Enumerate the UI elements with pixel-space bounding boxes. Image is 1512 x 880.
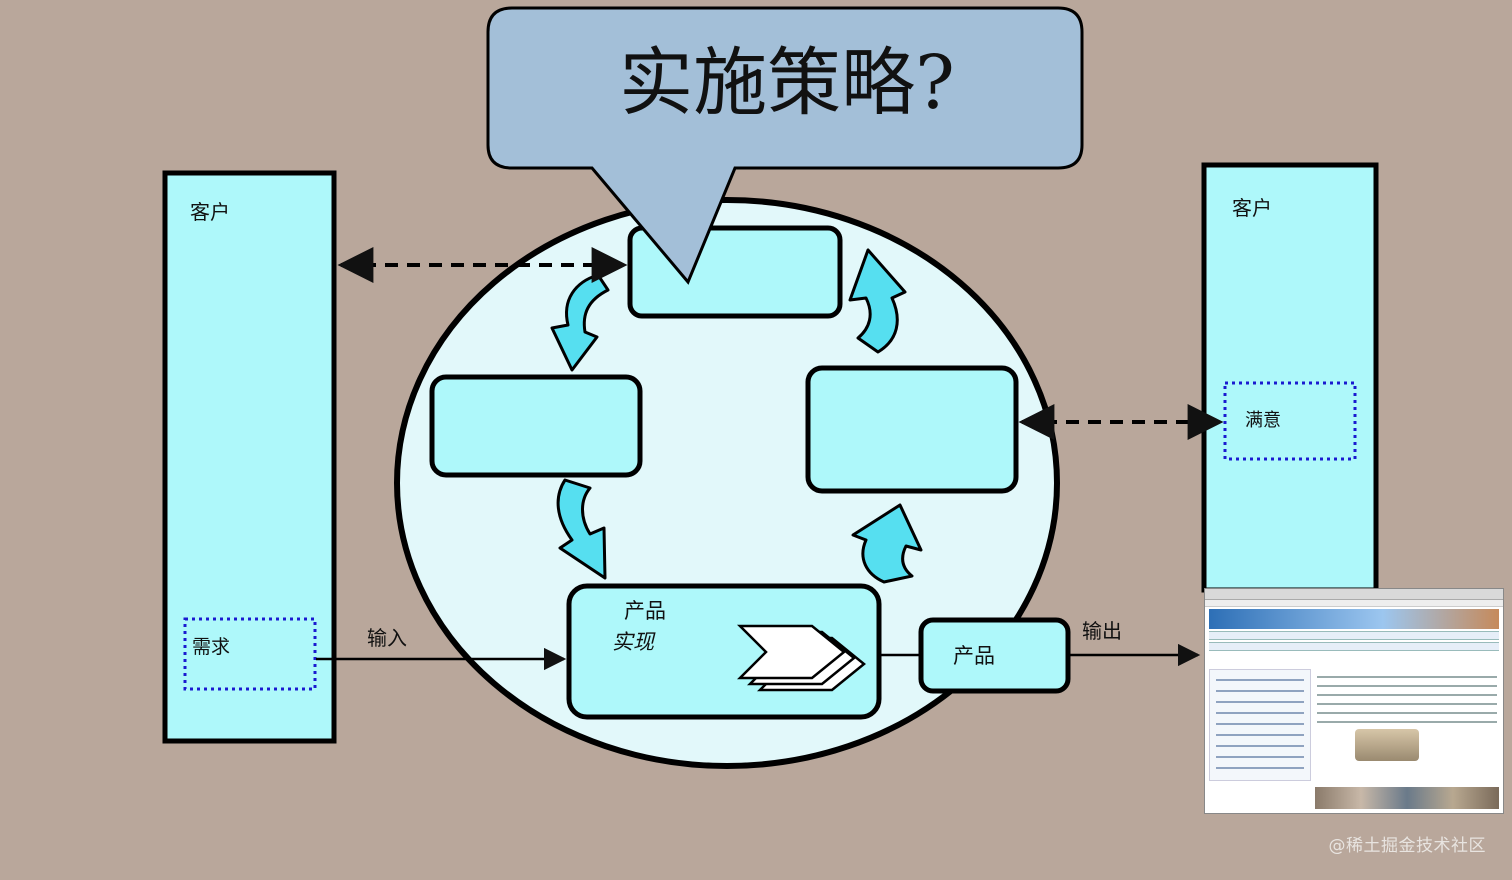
cycle-arrow-left-bottom [556, 478, 607, 580]
thumbnail-subnav [1209, 642, 1499, 651]
thumbnail-content [1317, 669, 1497, 749]
title-text: 实施策略? [619, 40, 955, 126]
thumbnail-titlebar [1205, 589, 1503, 600]
requirement-label: 需求 [192, 636, 230, 658]
product-box-label: 产品 [953, 644, 995, 668]
cycle-box-right [805, 365, 1019, 494]
cycle-arrow-right-top [848, 248, 907, 354]
thumbnail-toolbar [1205, 600, 1503, 607]
satisfaction-box [1223, 381, 1357, 461]
cycle-box-left [429, 374, 643, 478]
output-label: 输出 [1082, 619, 1122, 643]
thumbnail-sidebar [1209, 669, 1311, 781]
satisfaction-label: 满意 [1245, 410, 1281, 431]
right-customer-panel [1201, 162, 1379, 593]
watermark: @稀土掘金技术社区 [1328, 836, 1486, 856]
title-speech-bubble [486, 6, 1084, 285]
input-label: 输入 [367, 626, 407, 650]
chevron-stack-icon [736, 624, 866, 692]
realization-line1: 产品 [624, 599, 666, 623]
cycle-arrow-bottom-right [851, 503, 923, 584]
thumbnail-banner [1209, 609, 1499, 629]
left-customer-label: 客户 [190, 200, 230, 224]
realization-line2: 实现 [612, 630, 656, 654]
thumbnail-nav [1209, 631, 1499, 640]
requirement-box [183, 617, 317, 691]
left-customer-panel [162, 170, 337, 744]
thumbnail-image-strip [1315, 787, 1499, 809]
right-customer-label: 客户 [1232, 196, 1272, 220]
cycle-arrow-top-left [550, 273, 610, 372]
thumbnail-product-photo [1355, 729, 1419, 761]
product-website-thumbnail [1204, 588, 1504, 814]
